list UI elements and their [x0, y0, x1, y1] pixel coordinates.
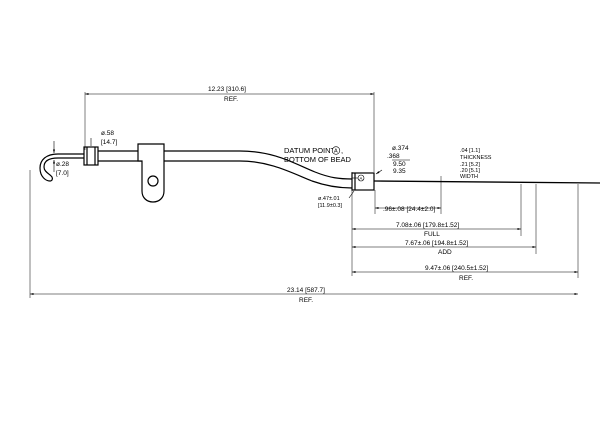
- dim-ref-tip-value: 9.47±.06 [240.5±1.52]: [425, 265, 488, 272]
- tube: [98, 150, 353, 180]
- grip: [83, 146, 99, 166]
- dim-loop-dia-metric: [7.0]: [56, 170, 69, 177]
- blade-line4: .20 [5.1]: [460, 168, 480, 174]
- dim-bead-dia-value: ø.47±.01: [318, 196, 340, 202]
- dim-full-note: FULL: [424, 231, 440, 238]
- dim-add-value: 7.67±.06 [194.8±1.52]: [405, 240, 468, 247]
- dipstick-part: [39, 143, 600, 203]
- dim-full: 7.08±.06 [179.8±1.52] FULL: [352, 222, 521, 238]
- dim-ref-tip: 9.47±.06 [240.5±1.52] REF.: [352, 265, 578, 282]
- dim-loop-dia-value: ø.28: [56, 161, 69, 168]
- dim-grip-dia: ø.58 [14.7]: [90, 130, 117, 146]
- dim-tube-dia-value1: ø.374: [392, 145, 409, 152]
- dim-bead-dia: ø.47±.01 [11.9±0.3]: [318, 190, 355, 209]
- dim-ref-tip-note: REF.: [459, 275, 473, 282]
- dim-overall-bottom: 23.14 [587.7] REF.: [30, 287, 578, 304]
- dim-grip-dia-value: ø.58: [101, 130, 114, 137]
- dim-overall-top-note: REF.: [224, 96, 238, 103]
- blade-line1: .04 [1.1]: [460, 148, 480, 154]
- tube-clip: [137, 143, 165, 203]
- dim-grip-dia-metric: [14.7]: [101, 139, 117, 146]
- blade-line2: THICKNESS: [460, 155, 492, 161]
- blade: [373, 180, 600, 184]
- dim-overall-bottom-note: REF.: [299, 297, 313, 304]
- svg-text:,: ,: [341, 146, 343, 155]
- datum-symbol-small: A: [359, 176, 363, 181]
- dim-tube-dia: ø.374 .368 9.50 9.35: [375, 145, 410, 175]
- dim-bead-dia-metric: [11.9±0.3]: [318, 203, 342, 209]
- blade-line5: WIDTH: [460, 174, 478, 180]
- dim-add-note: ADD: [438, 249, 452, 256]
- dim-tube-dia-value2: .368: [387, 153, 400, 160]
- extension-lines: [29, 170, 579, 298]
- dim-overall-top-value: 12.23 [310.6]: [208, 86, 246, 93]
- dim-overall-bottom-value: 23.14 [587.7]: [287, 287, 325, 294]
- blade-line3: .21 [5.2]: [460, 162, 480, 168]
- dim-loop-dia: ø.28 [7.0]: [52, 141, 69, 177]
- datum-mark: A: [351, 172, 365, 184]
- dim-tube-end: .96±.08 [24.4±2.0]: [375, 206, 441, 213]
- dim-overall-top: 12.23 [310.6] REF.: [84, 86, 375, 172]
- datum-line2: BOTTOM OF BEAD: [284, 155, 352, 164]
- dim-tube-end-value: .96±.08 [24.4±2.0]: [383, 206, 436, 213]
- dim-tube-dia-metric1: 9.50: [393, 161, 406, 168]
- datum-note: DATUM POINT A , BOTTOM OF BEAD: [284, 146, 352, 164]
- handle-loop: [39, 153, 84, 182]
- dim-tube-dia-metric2: 9.35: [393, 168, 406, 175]
- dim-add: 7.67±.06 [194.8±1.52] ADD: [352, 240, 536, 256]
- datum-line1: DATUM POINT: [284, 146, 336, 155]
- datum-symbol: A: [334, 149, 338, 155]
- blade-note: .04 [1.1] THICKNESS .21 [5.2] .20 [5.1] …: [460, 148, 492, 180]
- dim-full-value: 7.08±.06 [179.8±1.52]: [396, 222, 459, 229]
